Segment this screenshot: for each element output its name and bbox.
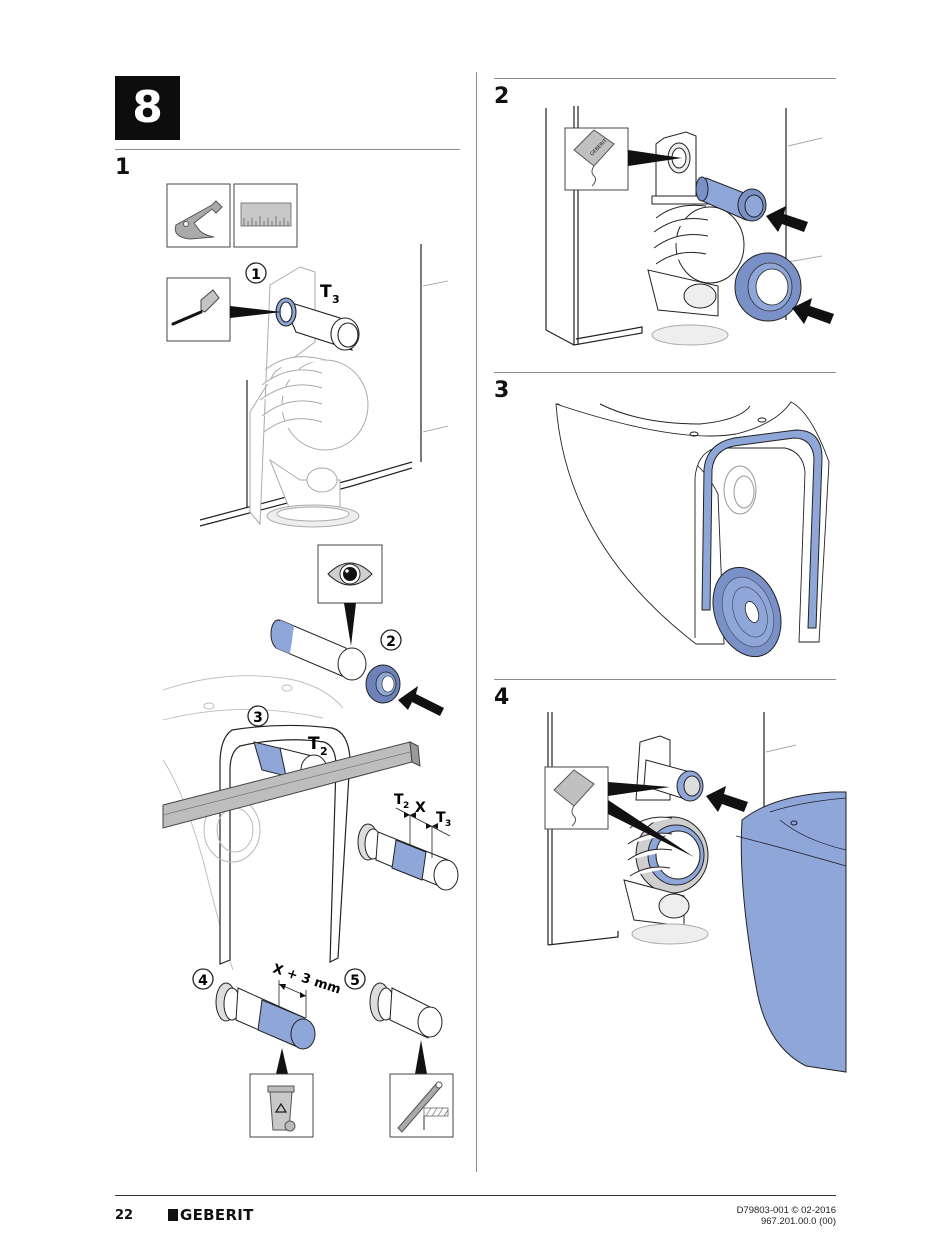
measure-x: X bbox=[415, 800, 426, 816]
dimension-x-plus-3mm: X + 3 mm bbox=[271, 962, 343, 998]
push-arrow-icon bbox=[766, 206, 808, 232]
file-deburr-icon bbox=[390, 1074, 453, 1137]
brand-square-icon bbox=[168, 1209, 178, 1221]
footer-divider bbox=[115, 1195, 836, 1196]
callout-marker-5: 5 bbox=[350, 973, 360, 989]
step-2-illustration: GEBERIT bbox=[476, 0, 950, 370]
measure-t3-sub: 3 bbox=[445, 819, 451, 829]
measure-t2-sub: 2 bbox=[403, 801, 409, 811]
callout-marker-3: 3 bbox=[253, 710, 263, 726]
step-3-illustration bbox=[476, 370, 950, 675]
brand-name: GEBERIT bbox=[180, 1206, 254, 1224]
doc-reference-code: D79803-001 © 02-2016 bbox=[737, 1205, 836, 1216]
eye-inspect-icon bbox=[318, 545, 382, 646]
label-t3: T bbox=[320, 282, 332, 302]
push-arrow-icon bbox=[706, 786, 748, 812]
article-number: 967.201.00.0 (00) bbox=[737, 1216, 836, 1227]
recycling-bin-icon bbox=[250, 1074, 313, 1137]
label-t3-sub: 3 bbox=[332, 293, 340, 306]
label-t2-sub: 2 bbox=[320, 745, 328, 758]
callout-marker-2: 2 bbox=[386, 634, 396, 650]
label-t2: T bbox=[308, 734, 320, 754]
document-reference: D79803-001 © 02-2016 967.201.00.0 (00) bbox=[737, 1205, 836, 1227]
callout-marker-1: 1 bbox=[251, 267, 261, 283]
page-number: 22 bbox=[115, 1208, 133, 1223]
pipe-cutter-icon bbox=[167, 184, 230, 247]
brand-logo: GEBERIT bbox=[168, 1206, 254, 1224]
step-4-illustration bbox=[476, 677, 950, 1077]
push-arrow-icon bbox=[398, 686, 444, 716]
callout-marker-4: 4 bbox=[198, 973, 208, 989]
pencil-marker-icon bbox=[167, 278, 282, 341]
step-1-illustration: 1 T 3 2 3 bbox=[0, 0, 476, 1180]
ruler-icon bbox=[234, 184, 297, 247]
